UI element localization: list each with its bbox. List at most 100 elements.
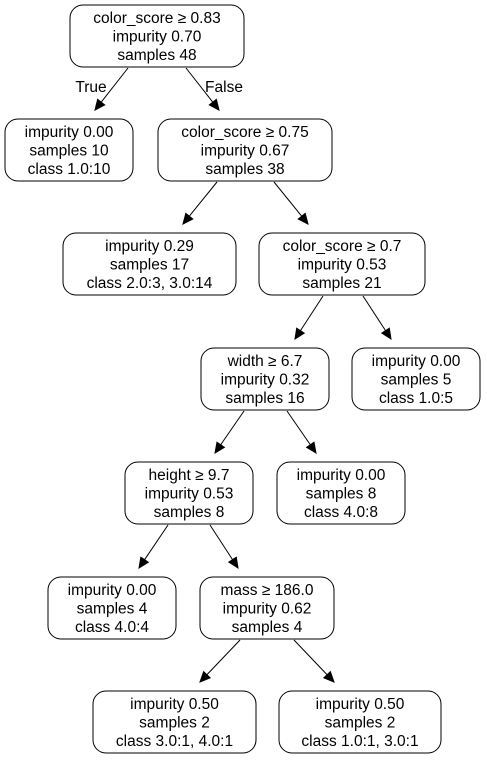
edge-line (209, 524, 233, 560)
node-text-line: class 1.0:1, 3.0:1 (301, 733, 418, 750)
edge-line (188, 181, 218, 217)
tree-edge (273, 181, 309, 225)
edge-line (273, 181, 303, 217)
node-box (200, 347, 330, 411)
tree-edge (209, 524, 239, 570)
arrow-head-icon (182, 212, 194, 225)
node-text-line: class 3.0:1, 4.0:1 (116, 733, 233, 750)
arrow-head-icon (305, 441, 317, 455)
node-text-line: class 4.0:8 (304, 504, 378, 521)
node-text-line: samples 48 (117, 47, 196, 64)
node-text-line: samples 2 (325, 715, 396, 732)
arrow-head-icon (322, 670, 335, 683)
edge-line (100, 67, 129, 103)
node-text-line: impurity 0.70 (113, 29, 202, 46)
node-text-line: class 1.0:5 (379, 390, 453, 407)
edge-line (300, 295, 324, 331)
node-box (258, 232, 426, 296)
node-box (124, 461, 254, 525)
arrow-head-icon (199, 670, 212, 683)
node-text-line: height ≥ 9.7 (149, 467, 230, 484)
node-text-line: class 1.0:10 (28, 161, 111, 178)
tree-edge (214, 410, 245, 455)
arrow-head-icon (297, 212, 309, 225)
tree-edge: False (185, 67, 243, 111)
node-text-line: color_score ≥ 0.7 (283, 238, 402, 255)
node-text-line: impurity 0.29 (105, 238, 194, 255)
tree-edge (293, 639, 335, 683)
arrow-head-icon (294, 327, 306, 341)
node-text-line: mass ≥ 186.0 (221, 582, 314, 599)
edge-line (144, 524, 169, 560)
node-box (351, 347, 481, 411)
node-text-line: color_score ≥ 0.75 (181, 124, 308, 141)
edge-line (293, 639, 328, 676)
edge-line (185, 67, 214, 103)
node-text-line: impurity 0.00 (297, 467, 386, 484)
arrow-head-icon (138, 556, 150, 570)
node-text-line: class 2.0:3, 3.0:14 (87, 275, 213, 292)
node-text-line: impurity 0.67 (201, 143, 290, 160)
node-text-line: impurity 0.00 (372, 353, 461, 370)
edge-line (206, 639, 241, 676)
node-box (4, 118, 134, 182)
node-text-line: impurity 0.32 (221, 372, 310, 389)
edge-label: False (205, 79, 243, 96)
node-text-line: impurity 0.50 (316, 696, 405, 713)
node-box (69, 4, 245, 68)
arrow-head-icon (227, 556, 239, 570)
node-box (62, 232, 237, 296)
tree-edge (294, 295, 324, 341)
node-box (92, 690, 257, 754)
tree-edge (182, 181, 218, 225)
edge-line (362, 295, 386, 331)
node-text-line: samples 10 (29, 143, 109, 160)
node-text-line: samples 5 (381, 372, 452, 389)
node-text-line: samples 8 (306, 486, 377, 503)
node-text-line: samples 4 (77, 601, 148, 618)
node-text-line: class 4.0:4 (75, 619, 149, 636)
node-text-line: width ≥ 6.7 (227, 353, 303, 370)
node-text-line: samples 2 (139, 715, 210, 732)
tree-edge: True (75, 67, 129, 111)
node-box (47, 576, 177, 640)
node-text-line: impurity 0.53 (298, 257, 387, 274)
node-text-line: samples 4 (232, 619, 303, 636)
node-text-line: color_score ≥ 0.83 (93, 10, 220, 27)
node-text-line: samples 17 (110, 257, 189, 274)
node-text-line: samples 38 (205, 161, 284, 178)
node-box (276, 461, 406, 525)
tree-edge (199, 639, 241, 683)
node-text-line: samples 21 (302, 275, 381, 292)
tree-edge (138, 524, 169, 570)
node-text-line: impurity 0.50 (130, 696, 219, 713)
arrow-head-icon (94, 98, 106, 111)
arrow-head-icon (208, 98, 220, 111)
edge-label: True (75, 79, 106, 96)
node-text-line: impurity 0.62 (223, 601, 312, 618)
node-text-line: samples 8 (154, 504, 225, 521)
node-box (157, 118, 333, 182)
arrow-head-icon (380, 327, 392, 341)
arrow-head-icon (214, 441, 226, 455)
tree-edge (286, 410, 317, 455)
edge-line (286, 410, 311, 446)
node-text-line: impurity 0.00 (68, 582, 157, 599)
node-text-line: samples 16 (225, 390, 304, 407)
node-box (199, 576, 335, 640)
node-box (278, 690, 442, 754)
